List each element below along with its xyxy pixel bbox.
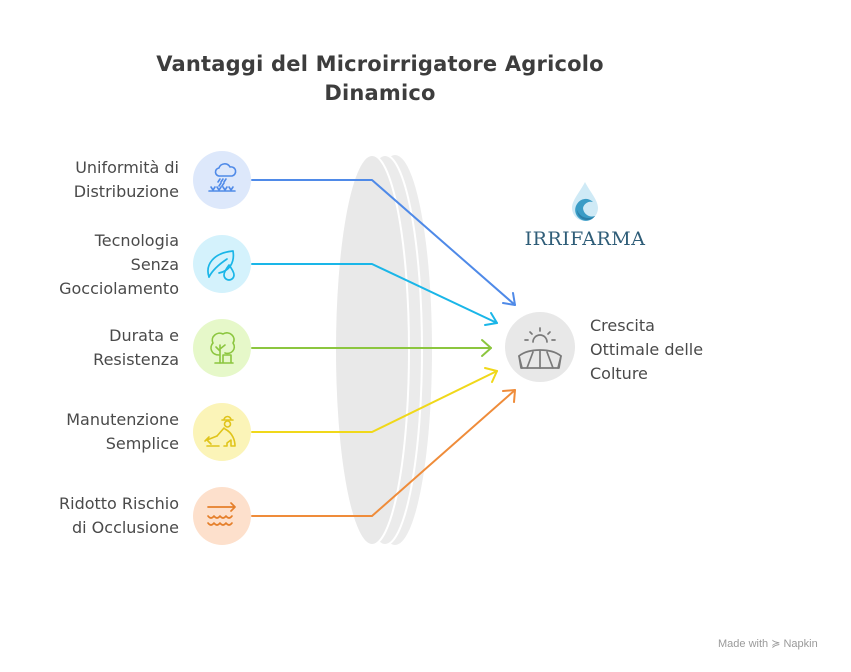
input-label-tecnologia: Tecnologia Senza Gocciolamento xyxy=(59,231,179,298)
arrowhead-uniformita xyxy=(502,292,516,306)
title-line-2: Dinamico xyxy=(324,81,436,105)
tree-icon xyxy=(193,319,251,377)
logo-text: IRRIFARMA xyxy=(524,228,646,250)
napkin-brand: Napkin xyxy=(783,638,818,650)
output-label: Crescita Ottimale delle Colture xyxy=(590,316,704,383)
rain-field-icon xyxy=(193,151,251,209)
connector-ridotto xyxy=(251,389,516,517)
arrowhead-durata xyxy=(481,339,492,357)
input-label-manutenzione: Manutenzione Semplice xyxy=(66,410,179,453)
arrowhead-ridotto xyxy=(502,389,516,403)
arrowhead-tecnologia xyxy=(484,312,498,326)
input-label-uniformita: Uniformità di Distribuzione xyxy=(73,158,179,201)
water-flow-icon xyxy=(193,487,251,545)
diagram-title: Vantaggi del Microirrigatore Agricolo Di… xyxy=(100,50,660,108)
connector-tecnologia xyxy=(251,263,498,324)
lens-shape xyxy=(334,154,432,546)
irrifarma-logo: IRRIFARMA xyxy=(500,180,670,250)
made-with-text: Made with xyxy=(718,638,769,650)
farmer-icon xyxy=(193,403,251,461)
input-label-ridotto: Ridotto Rischio di Occlusione xyxy=(59,494,179,537)
napkin-logo-icon: ≽ xyxy=(771,638,781,650)
input-label-durata: Durata e Resistenza xyxy=(93,326,179,369)
water-drop-logo-icon xyxy=(572,182,598,221)
sun-field-icon xyxy=(505,312,575,382)
title-line-1: Vantaggi del Microirrigatore Agricolo xyxy=(156,52,604,76)
footer-attribution: Made with ≽ Napkin xyxy=(718,637,818,650)
connector-uniformita xyxy=(251,179,516,306)
leaf-drop-icon xyxy=(193,235,251,293)
connector-manutenzione xyxy=(251,370,498,433)
arrowhead-manutenzione xyxy=(484,367,498,383)
